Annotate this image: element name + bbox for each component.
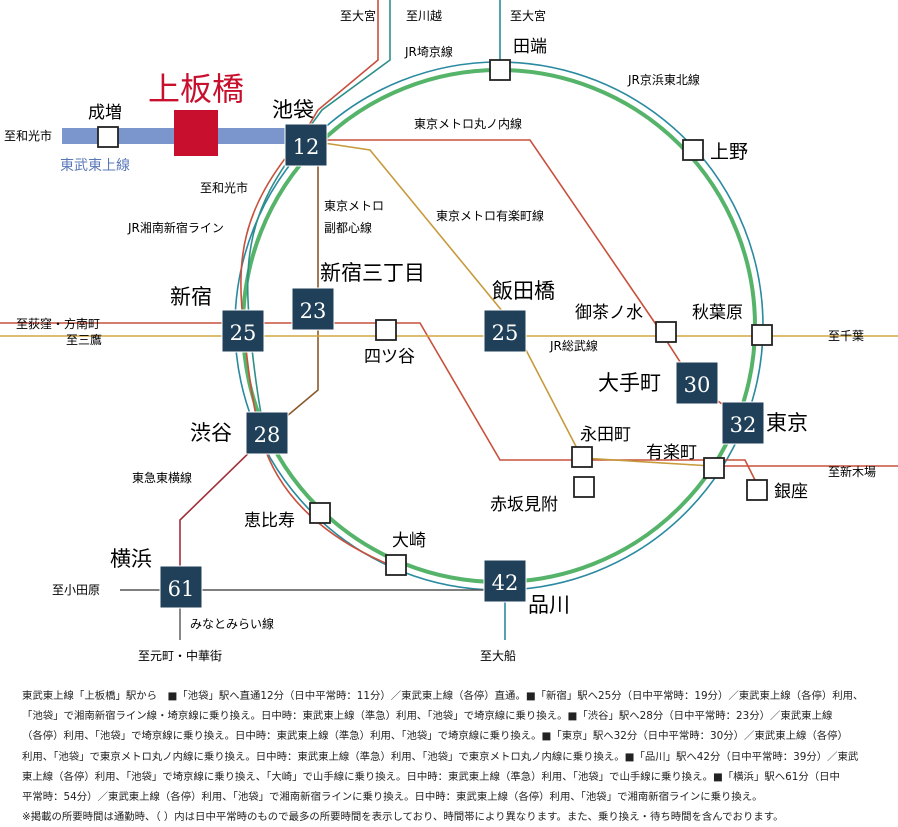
route-map: 上板橋 12 23 25 25 30 32 28 61 bbox=[0, 0, 898, 663]
tobu-tojo-label: 東武東上線 bbox=[60, 158, 130, 174]
yotsuya-marker-icon[interactable] bbox=[375, 319, 397, 341]
fukutoshin-label-2: 副都心線 bbox=[324, 220, 372, 235]
nagatacho-label: 永田町 bbox=[580, 425, 631, 445]
akasakamitsuke-marker-icon[interactable] bbox=[573, 476, 595, 498]
ikebukuro-station[interactable]: 12 bbox=[284, 123, 328, 167]
yurakucho-line-label: 東京メトロ有楽町線 bbox=[436, 208, 544, 223]
shibuya-label: 渋谷 bbox=[190, 421, 232, 445]
tokyo-minutes: 32 bbox=[730, 413, 757, 437]
shinagawa-minutes: 42 bbox=[492, 571, 519, 595]
shinjuku3-label: 新宿三丁目 bbox=[320, 261, 425, 285]
ikebukuro-label: 池袋 bbox=[272, 98, 314, 122]
dest-shinkiba: 至新木場 bbox=[828, 464, 876, 479]
shinjuku3-station[interactable]: 23 bbox=[291, 287, 335, 331]
ebisu-marker-icon[interactable] bbox=[309, 502, 331, 524]
otemachi-label: 大手町 bbox=[598, 371, 661, 395]
home-station-label: 上板橋 bbox=[148, 70, 244, 108]
yurakucho-line bbox=[303, 139, 713, 467]
otemachi-minutes: 30 bbox=[684, 373, 711, 397]
footnote-disclaimer: ※掲載の所要時間は通勤時、（ ）内は日中平常時のもので最多の所要時間を表示してお… bbox=[22, 811, 784, 824]
footnote-line-1: 東武東上線「上板橋」駅から ■「池袋」駅へ直通12分（日中平常時：11分）／東武… bbox=[22, 690, 864, 702]
akihabara-marker-icon[interactable] bbox=[751, 324, 773, 346]
dest-wakoshi-1: 至和光市 bbox=[4, 128, 52, 143]
shinagawa-label: 品川 bbox=[528, 593, 570, 617]
dest-kawagoe: 至川越 bbox=[406, 9, 442, 23]
yokohama-minutes: 61 bbox=[168, 577, 195, 601]
footnote-line-6: 平常時：54分）／東武東上線（各停）利用、「池袋」で湘南新宿ラインに乗り換え。日… bbox=[22, 791, 763, 804]
shinjuku-station[interactable]: 25 bbox=[221, 309, 265, 353]
marunouchi-label: 東京メトロ丸ノ内線 bbox=[414, 116, 522, 131]
ueno-label: 上野 bbox=[710, 141, 748, 163]
dest-ofuna: 至大船 bbox=[480, 649, 516, 663]
access-footnote: 東武東上線「上板橋」駅から ■「池袋」駅へ直通12分（日中平常時：11分）／東武… bbox=[22, 686, 888, 827]
marunouchi-middle bbox=[244, 322, 761, 491]
tabata-marker-icon[interactable] bbox=[489, 59, 511, 81]
saikyo-label: JR埼京線 bbox=[404, 44, 453, 59]
fukutoshin-label-1: 東京メトロ bbox=[324, 199, 384, 213]
dest-chiba: 至千葉 bbox=[828, 329, 864, 343]
tokyo-label: 東京 bbox=[766, 411, 808, 435]
yotsuya-label: 四ツ谷 bbox=[364, 347, 415, 367]
narimasu-label: 成増 bbox=[88, 103, 122, 123]
ikebukuro-minutes: 12 bbox=[293, 135, 320, 159]
iidabashi-station[interactable]: 25 bbox=[483, 309, 527, 353]
narimasu-marker-icon[interactable] bbox=[97, 126, 119, 148]
footnote-line-3: （各停）利用、「池袋」で埼京線に乗り換え。日中時：東武東上線（準急）利用、「池袋… bbox=[22, 730, 848, 743]
ochanomizu-label: 御茶ノ水 bbox=[575, 303, 643, 323]
yokohama-label: 横浜 bbox=[110, 547, 152, 571]
osaki-marker-icon[interactable] bbox=[385, 554, 407, 576]
dest-omiya-2: 至大宮 bbox=[510, 8, 546, 23]
sobu-label: JR総武線 bbox=[549, 338, 598, 353]
tobu-tojo-line-right bbox=[218, 128, 296, 144]
footnote-line-2: 「池袋」で湘南新宿ライン線・埼京線に乗り換え。日中時：東武東上線（準急）利用、「… bbox=[22, 710, 833, 723]
shibuya-minutes: 28 bbox=[254, 423, 281, 447]
shinjuku3-minutes: 23 bbox=[300, 299, 327, 323]
dest-motomachi: 至元町・中華街 bbox=[138, 648, 222, 663]
footnote-line-4: 利用、「池袋」で東京メトロ丸ノ内線に乗り換え。日中時：東武東上線（準急）利用、「… bbox=[22, 750, 859, 763]
dest-omiya-1: 至大宮 bbox=[340, 8, 376, 23]
ebisu-label: 恵比寿 bbox=[244, 511, 295, 531]
shibuya-station[interactable]: 28 bbox=[245, 411, 289, 455]
yurakucho-marker-icon[interactable] bbox=[703, 457, 725, 479]
dest-ogikubo: 至荻窪・方南町 bbox=[16, 316, 100, 331]
iidabashi-label: 飯田橋 bbox=[492, 279, 555, 303]
shinagawa-station[interactable]: 42 bbox=[483, 559, 527, 603]
dest-mitaka: 至三鷹 bbox=[66, 332, 102, 347]
dest-wakoshi-2: 至和光市 bbox=[200, 180, 248, 195]
minatomirai-label: みなとみらい線 bbox=[190, 616, 274, 631]
nagatacho-marker-icon[interactable] bbox=[571, 446, 593, 468]
tabata-label: 田端 bbox=[513, 37, 547, 57]
toyoko-label: 東急東横線 bbox=[132, 470, 192, 485]
yokohama-station[interactable]: 61 bbox=[159, 565, 203, 609]
ochanomizu-marker-icon[interactable] bbox=[655, 321, 677, 343]
footnote-line-5: 東上線（各停）利用、「池袋」で埼京線に乗り換え、「大崎」で山手線に乗り換え。日中… bbox=[22, 770, 840, 783]
ginza-marker-icon[interactable] bbox=[746, 479, 768, 501]
ueno-marker-icon[interactable] bbox=[682, 139, 704, 161]
shinjuku-minutes: 25 bbox=[230, 321, 257, 345]
home-station-marker-icon[interactable] bbox=[174, 110, 218, 156]
iidabashi-minutes: 25 bbox=[492, 321, 519, 345]
otemachi-station[interactable]: 30 bbox=[675, 361, 719, 405]
shonan-label: JR湘南新宿ライン bbox=[127, 220, 224, 235]
akasakamitsuke-label: 赤坂見附 bbox=[490, 495, 558, 515]
shinjuku-label: 新宿 bbox=[170, 285, 212, 309]
osaki-label: 大崎 bbox=[392, 531, 426, 551]
keihin-label: JR京浜東北線 bbox=[627, 72, 700, 87]
dest-odawara: 至小田原 bbox=[52, 583, 100, 597]
akihabara-label: 秋葉原 bbox=[692, 303, 743, 323]
shonan-shinjuku-line bbox=[240, 139, 301, 441]
ginza-label: 銀座 bbox=[774, 482, 808, 502]
tokyo-station[interactable]: 32 bbox=[721, 401, 765, 445]
yurakucho-label: 有楽町 bbox=[646, 443, 697, 463]
